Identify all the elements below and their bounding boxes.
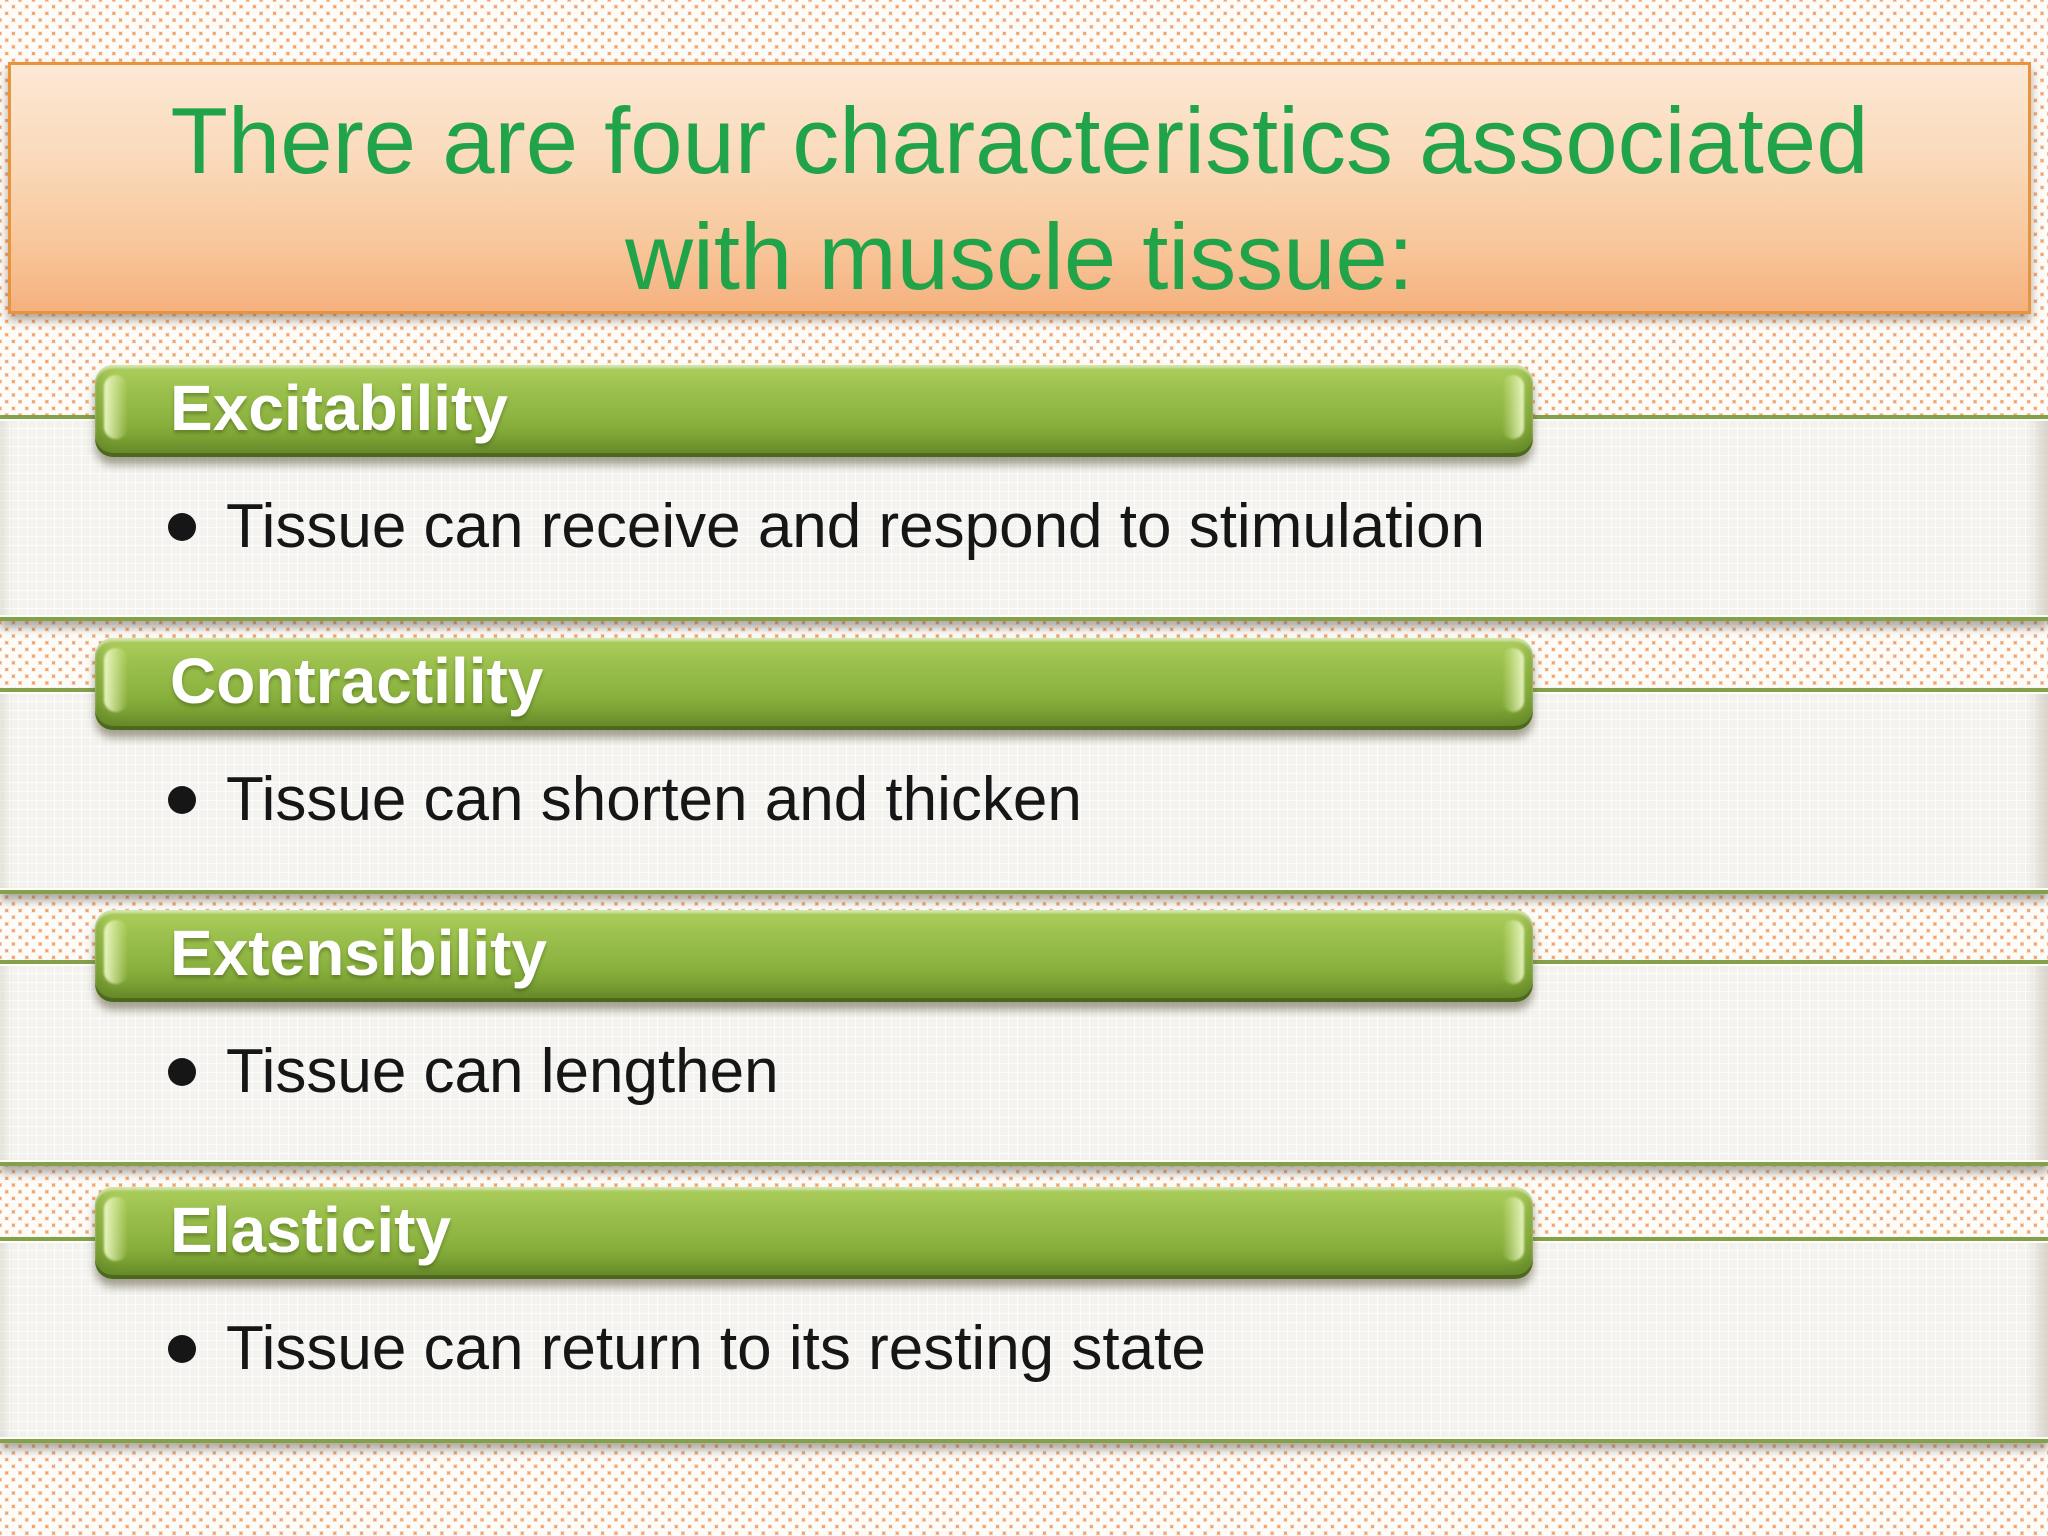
section-header-label: Elasticity xyxy=(170,1194,452,1266)
title-banner: There are four characteristics associate… xyxy=(8,62,2031,314)
section-elasticity: Tissue can return to its resting state E… xyxy=(0,1187,2048,1443)
section-excitability: Tissue can receive and respond to stimul… xyxy=(0,365,2048,621)
section-header-label: Contractility xyxy=(170,645,544,717)
bullet-text: Tissue can return to its resting state xyxy=(226,1314,1206,1383)
bullet-text: Tissue can shorten and thicken xyxy=(226,765,1082,834)
section-extensibility: Tissue can lengthen Extensibility xyxy=(0,910,2048,1166)
bullet-row: Tissue can shorten and thicken xyxy=(168,764,1082,836)
bullet-text: Tissue can receive and respond to stimul… xyxy=(226,492,1486,561)
bullet-row: Tissue can receive and respond to stimul… xyxy=(168,491,1485,563)
bullet-dot xyxy=(168,1058,196,1086)
section-header-bar: Elasticity xyxy=(95,1187,1533,1279)
section-header-bar: Contractility xyxy=(95,638,1533,730)
bullet-dot xyxy=(168,786,196,814)
bullet-dot xyxy=(168,1335,196,1363)
bullet-row: Tissue can lengthen xyxy=(168,1036,779,1108)
slide-title-line-1: There are four characteristics associate… xyxy=(170,88,1869,193)
section-header-label: Extensibility xyxy=(170,917,547,989)
section-header-bar: Excitability xyxy=(95,365,1533,457)
bullet-row: Tissue can return to its resting state xyxy=(168,1313,1206,1385)
section-header-bar: Extensibility xyxy=(95,910,1533,1002)
bullet-text: Tissue can lengthen xyxy=(226,1037,779,1106)
section-header-label: Excitability xyxy=(170,372,508,444)
section-contractility: Tissue can shorten and thicken Contracti… xyxy=(0,638,2048,894)
bullet-dot xyxy=(168,513,196,541)
slide-title-line-2: with muscle tissue: xyxy=(625,204,1414,309)
